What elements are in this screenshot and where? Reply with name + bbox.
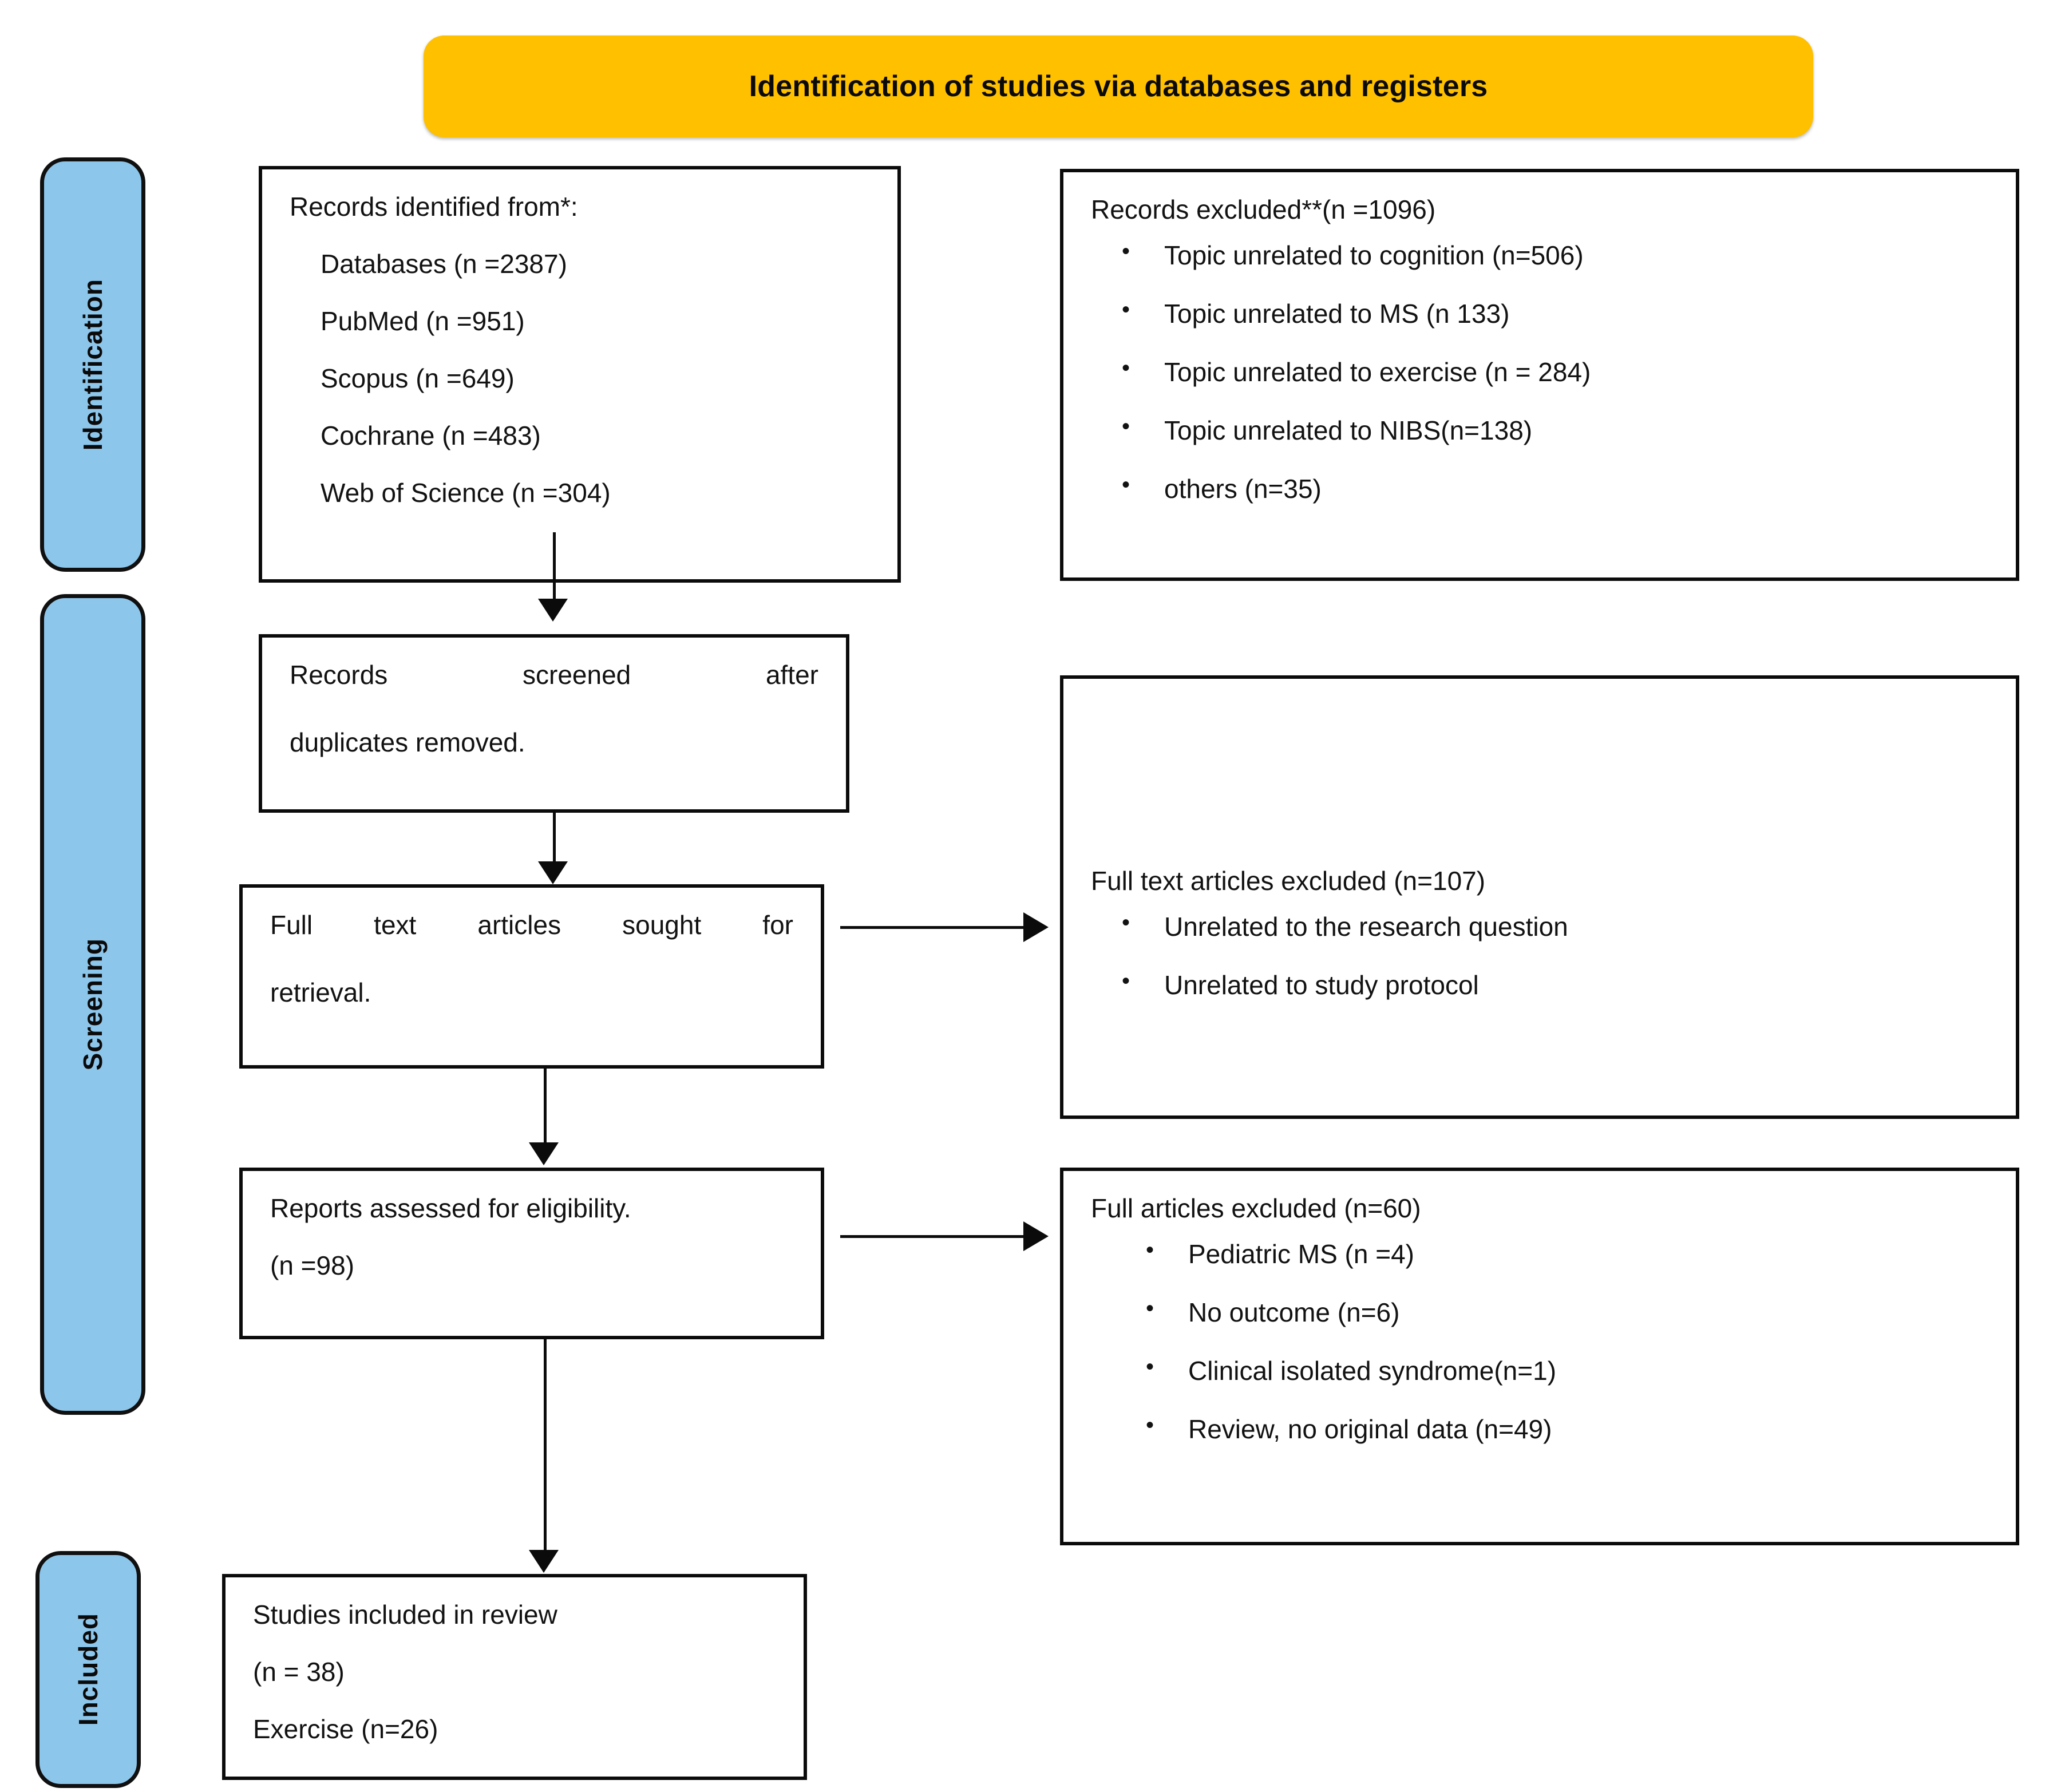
connector-sought-to-fulltext-excluded xyxy=(840,926,1025,929)
box-studies-included: Studies included in review (n = 38) Exer… xyxy=(222,1574,807,1780)
fulltext-sought-line2: retrieval. xyxy=(270,978,371,1007)
arrow-down-icon xyxy=(538,861,568,884)
full-excluded-heading: Full articles excluded (n=60) xyxy=(1091,1193,1421,1223)
header-banner: Identification of studies via databases … xyxy=(424,35,1813,137)
connector-assessed-to-included xyxy=(544,1339,547,1551)
connector-sought-to-assessed xyxy=(544,1069,547,1143)
records-identified-item: PubMed (n =951) xyxy=(321,306,525,336)
list-item: others (n=35) xyxy=(1122,473,1988,502)
arrow-right-icon xyxy=(1023,1221,1049,1251)
studies-included-line1: Studies included in review xyxy=(253,1600,557,1629)
stage-rail-screening: Screening xyxy=(40,594,145,1415)
arrow-down-icon xyxy=(529,1550,559,1573)
records-screened-line2: duplicates removed. xyxy=(290,727,525,757)
stage-rail-screening-label: Screening xyxy=(78,938,108,1071)
list-item: Topic unrelated to NIBS(n=138) xyxy=(1122,415,1988,444)
records-excluded-heading: Records excluded**(n =1096) xyxy=(1091,195,1436,224)
connector-identified-to-screened xyxy=(553,532,556,600)
full-excluded-list: Pediatric MS (n =4) No outcome (n=6) Cli… xyxy=(1091,1239,1988,1442)
box-records-screened: Records screened after duplicates remove… xyxy=(259,634,849,813)
stage-rail-included: Included xyxy=(35,1551,141,1788)
reports-assessed-line1: Reports assessed for eligibility. xyxy=(270,1193,631,1223)
fulltext-excluded-list: Unrelated to the research question Unrel… xyxy=(1091,911,1988,998)
stage-rail-identification-label: Identification xyxy=(78,278,108,451)
records-screened-line1: Records screened after xyxy=(290,660,818,690)
list-item: No outcome (n=6) xyxy=(1146,1297,1988,1326)
list-item: Clinical isolated syndrome(n=1) xyxy=(1146,1355,1988,1384)
connector-screened-to-sought xyxy=(553,813,556,863)
box-fulltext-sought: Full text articles sought for retrieval. xyxy=(239,884,824,1069)
stage-rail-identification: Identification xyxy=(40,157,145,572)
list-item: Topic unrelated to exercise (n = 284) xyxy=(1122,357,1988,385)
connector-assessed-to-full-excluded xyxy=(840,1235,1025,1238)
records-identified-item: Cochrane (n =483) xyxy=(321,421,541,450)
list-item: Unrelated to study protocol xyxy=(1122,970,1988,998)
list-item: Topic unrelated to cognition (n=506) xyxy=(1122,240,1988,268)
records-identified-item: Databases (n =2387) xyxy=(321,249,567,279)
box-records-excluded: Records excluded**(n =1096) Topic unrela… xyxy=(1060,169,2019,581)
studies-included-line3: Exercise (n=26) xyxy=(253,1714,438,1744)
records-excluded-list: Topic unrelated to cognition (n=506) Top… xyxy=(1091,240,1988,502)
fulltext-sought-line1: Full text articles sought for xyxy=(270,910,793,940)
banner-title: Identification of studies via databases … xyxy=(749,70,1488,103)
list-item: Unrelated to the research question xyxy=(1122,911,1988,940)
arrow-down-icon xyxy=(529,1142,559,1165)
box-reports-assessed: Reports assessed for eligibility. (n =98… xyxy=(239,1168,824,1339)
stage-rail-included-label: Included xyxy=(73,1613,103,1726)
records-identified-heading: Records identified from*: xyxy=(290,192,578,221)
box-records-identified: Records identified from*: Databases (n =… xyxy=(259,166,901,583)
box-fulltext-excluded: Full text articles excluded (n=107) Unre… xyxy=(1060,675,2019,1119)
records-identified-item: Scopus (n =649) xyxy=(321,363,515,393)
reports-assessed-line2: (n =98) xyxy=(270,1251,355,1280)
box-full-articles-excluded: Full articles excluded (n=60) Pediatric … xyxy=(1060,1168,2019,1545)
studies-included-line2: (n = 38) xyxy=(253,1657,345,1687)
arrow-down-icon xyxy=(538,599,568,622)
list-item: Topic unrelated to MS (n 133) xyxy=(1122,298,1988,327)
list-item: Review, no original data (n=49) xyxy=(1146,1414,1988,1442)
fulltext-excluded-heading: Full text articles excluded (n=107) xyxy=(1091,866,1486,896)
list-item: Pediatric MS (n =4) xyxy=(1146,1239,1988,1267)
records-identified-item: Web of Science (n =304) xyxy=(321,478,611,508)
arrow-right-icon xyxy=(1023,912,1049,942)
